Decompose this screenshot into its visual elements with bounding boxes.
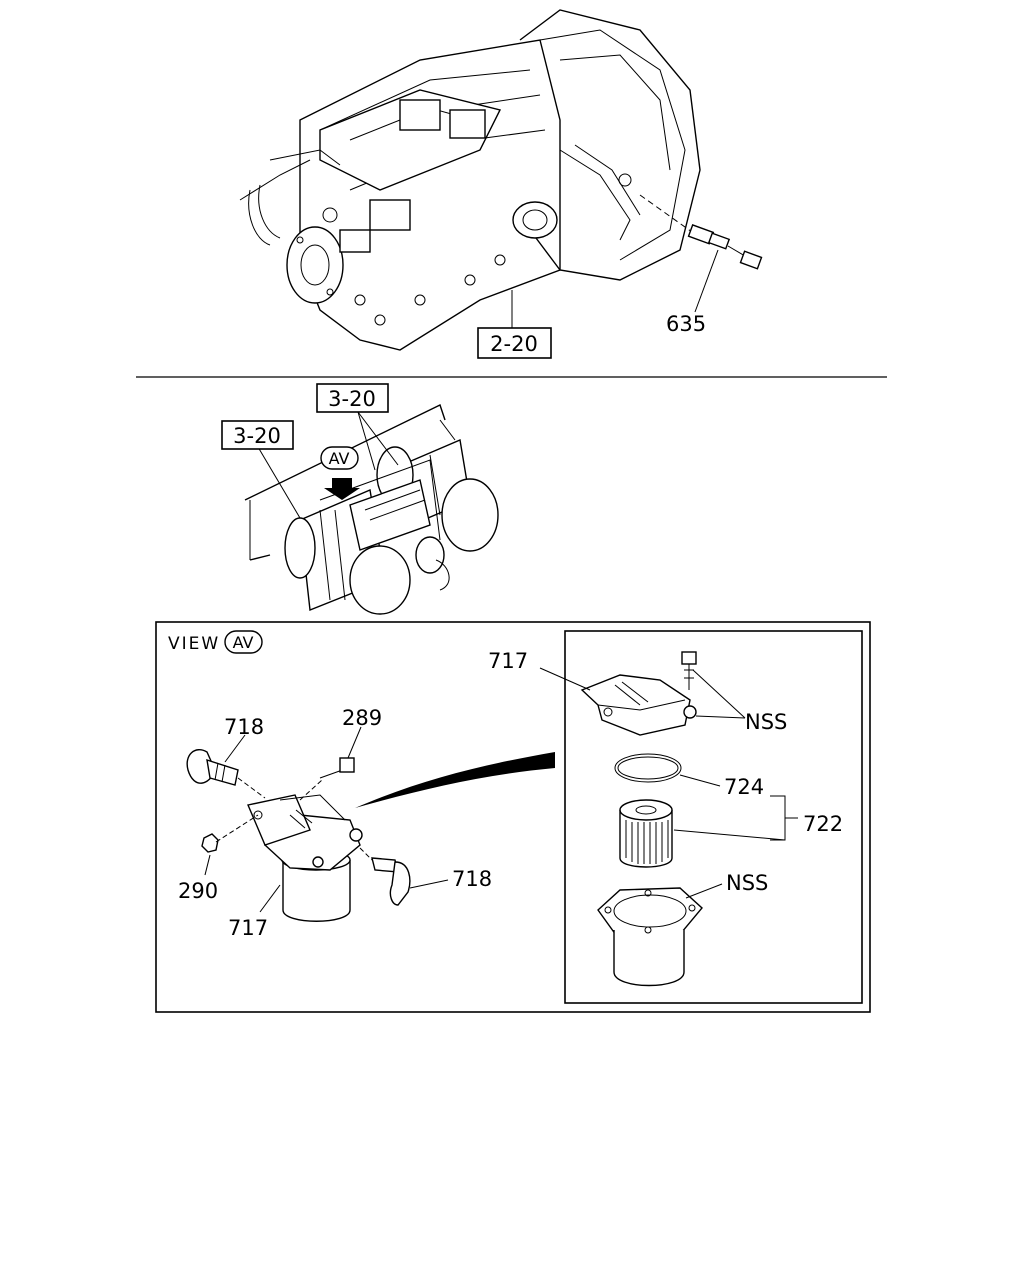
view-title-marker: AV bbox=[224, 630, 263, 654]
nss-label-upper: NSS bbox=[745, 710, 787, 734]
ref-label-2-20: 2-20 bbox=[490, 332, 538, 356]
transmission-assembly bbox=[239, 9, 763, 351]
part-number-718-lower: 718 bbox=[452, 867, 492, 891]
part-number-289: 289 bbox=[342, 706, 382, 730]
ref-label-3-20-left: 3-20 bbox=[233, 424, 281, 448]
part-number-717-detail: 717 bbox=[488, 649, 528, 673]
callout-2-20: 2-20 bbox=[477, 327, 552, 359]
part-number-718-upper: 718 bbox=[224, 715, 264, 739]
view-marker-label: AV bbox=[329, 449, 350, 468]
exploded-detail-box bbox=[564, 630, 863, 1004]
part-number-722: 722 bbox=[803, 812, 843, 836]
fuel-filter-exploded bbox=[539, 651, 798, 987]
view-title: VIEW bbox=[168, 634, 220, 654]
view-av-frame bbox=[155, 621, 871, 1013]
view-title-marker-label: AV bbox=[233, 633, 254, 652]
sensor-635-part bbox=[687, 224, 763, 270]
part-number-724: 724 bbox=[724, 775, 764, 799]
air-tank-assembly bbox=[244, 404, 499, 615]
view-marker-av: AV bbox=[320, 446, 359, 470]
callout-3-20-right: 3-20 bbox=[316, 383, 389, 413]
view-direction-arrow-icon bbox=[324, 478, 360, 500]
part-number-635: 635 bbox=[666, 312, 706, 336]
callout-3-20-left: 3-20 bbox=[221, 420, 294, 450]
fuel-filter-assembled bbox=[186, 726, 555, 922]
part-number-717-lower: 717 bbox=[228, 916, 268, 940]
part-number-290: 290 bbox=[178, 879, 218, 903]
ref-label-3-20-right: 3-20 bbox=[328, 387, 376, 411]
nss-label-lower: NSS bbox=[726, 871, 768, 895]
